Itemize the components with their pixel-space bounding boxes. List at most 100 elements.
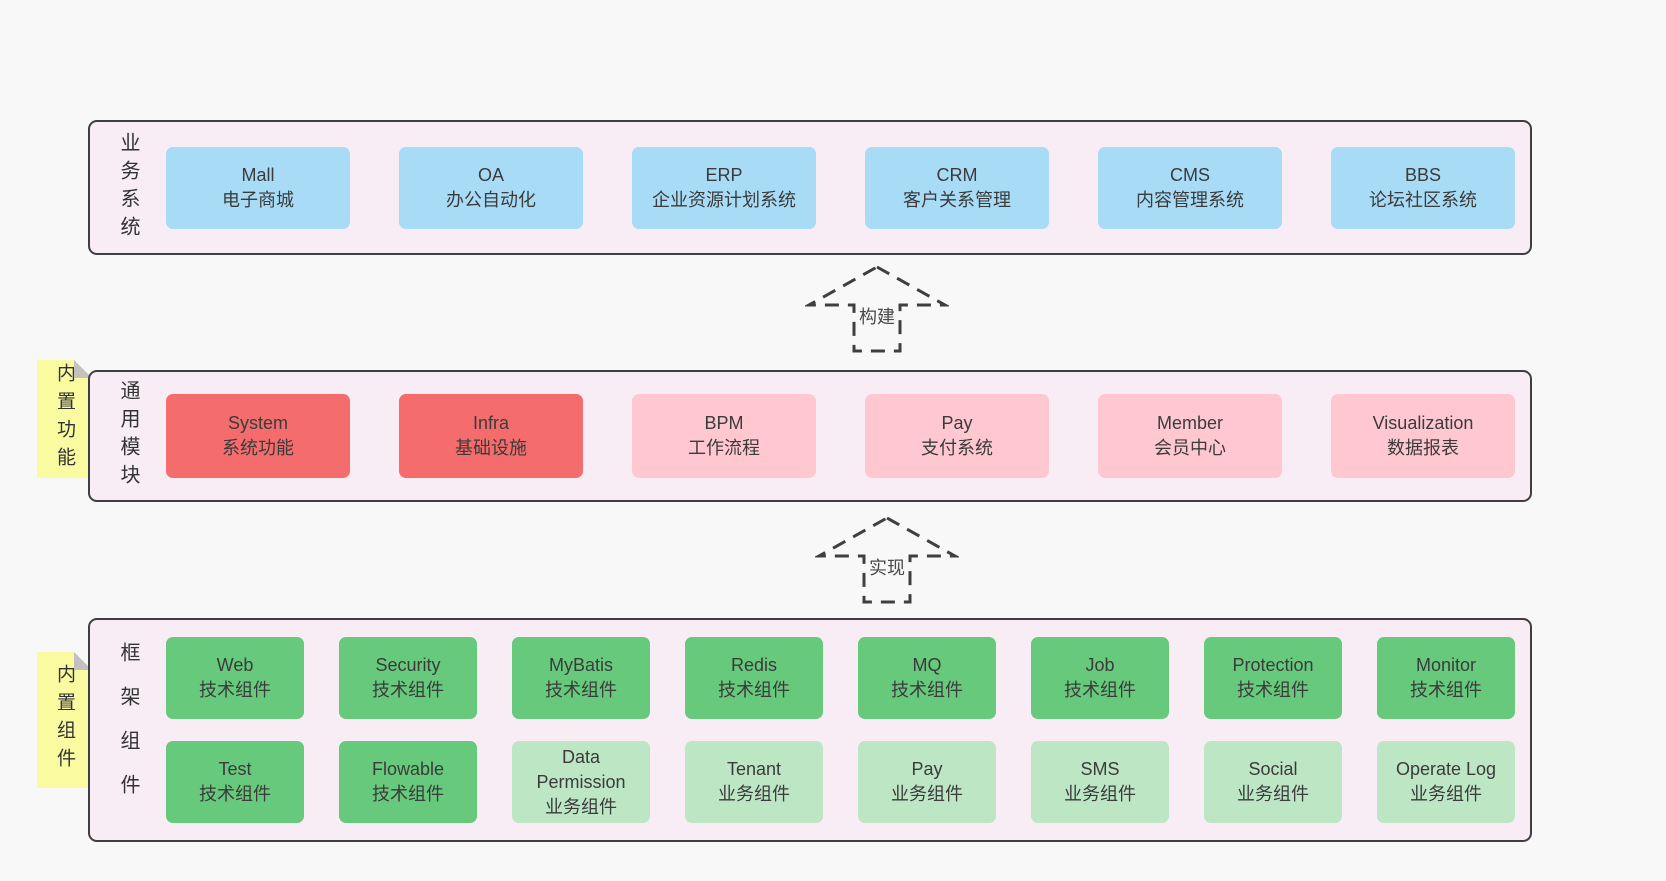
box-name: Tenant xyxy=(726,759,782,779)
box-security: Security 技术组件 xyxy=(339,637,477,719)
box-name: Protection xyxy=(1232,655,1314,675)
box-desc: 企业资源计划系统 xyxy=(652,189,796,210)
box-desc: 技术组件 xyxy=(718,680,790,700)
box-cms: CMS 内容管理系统 xyxy=(1098,146,1282,229)
band-label-common-modules: 通用模块 xyxy=(117,380,139,492)
box-name: BPM xyxy=(704,413,744,433)
sticky-note-built-in-features: 内置功能 xyxy=(37,360,92,478)
box-desc: 技术组件 xyxy=(1064,680,1136,700)
note-text: 内置组件 xyxy=(54,664,75,776)
box-system: System 系统功能 xyxy=(166,394,350,478)
box-social: Social 业务组件 xyxy=(1204,741,1342,823)
box-desc: 业务组件 xyxy=(545,796,617,817)
box-name: ERP xyxy=(705,164,743,185)
box-sms: SMS 业务组件 xyxy=(1031,741,1169,823)
box-name: Member xyxy=(1156,413,1223,433)
box-name: CMS xyxy=(1170,164,1210,185)
dashed-up-arrow-icon: 实现 xyxy=(815,516,959,604)
box-pay-component: Pay 业务组件 xyxy=(858,741,996,823)
box-name: Security xyxy=(375,655,441,675)
box-web: Web 技术组件 xyxy=(166,637,304,719)
box-desc: 业务组件 xyxy=(891,784,963,804)
box-tenant: Tenant 业务组件 xyxy=(685,741,823,823)
box-desc: 技术组件 xyxy=(1237,680,1309,700)
box-member: Member 会员中心 xyxy=(1098,394,1282,478)
box-desc: 业务组件 xyxy=(1237,784,1309,804)
box-protection: Protection 技术组件 xyxy=(1204,637,1342,719)
box-name: Flowable xyxy=(371,759,445,779)
box-redis: Redis 技术组件 xyxy=(685,637,823,719)
box-desc: 技术组件 xyxy=(372,784,444,804)
band-common-modules: 通用模块 System 系统功能 Infra 基础设施 BPM 工作流程 Pay… xyxy=(88,370,1532,502)
box-name: SMS xyxy=(1080,759,1120,779)
box-mybatis: MyBatis 技术组件 xyxy=(512,637,650,719)
band-label-framework-components: 框架组件 xyxy=(117,642,139,818)
box-operate-log: Operate Log 业务组件 xyxy=(1377,741,1515,823)
box-name: MQ xyxy=(912,655,942,675)
band-label-business-systems: 业务系统 xyxy=(117,131,139,244)
box-desc: 办公自动化 xyxy=(446,189,536,210)
box-name: Pay xyxy=(941,413,973,433)
arrow-implement-label: 实现 xyxy=(869,558,905,578)
box-desc: 技术组件 xyxy=(199,680,271,700)
band-business-content: Mall 电子商城 OA 办公自动化 ERP 企业资源计划系统 CRM 客户关系… xyxy=(166,146,1515,229)
box-desc: 技术组件 xyxy=(891,680,963,700)
box-desc: 基础设施 xyxy=(455,438,527,458)
arrow-implement: 实现 xyxy=(815,514,959,606)
band-common-content: System 系统功能 Infra 基础设施 BPM 工作流程 Pay 支付系统… xyxy=(166,394,1515,478)
box-erp: ERP 企业资源计划系统 xyxy=(632,146,816,229)
box-name: Job xyxy=(1085,655,1115,675)
arrow-build-label: 构建 xyxy=(859,307,895,327)
box-desc: 技术组件 xyxy=(199,784,271,804)
band-business-systems: 业务系统 Mall 电子商城 OA 办公自动化 ERP 企业资源计划系统 CRM… xyxy=(88,120,1532,255)
box-name: Test xyxy=(218,759,252,779)
box-name: Mall xyxy=(241,164,275,185)
box-name: Operate Log xyxy=(1395,759,1497,779)
arrow-build: 构建 xyxy=(805,263,949,355)
box-name: Monitor xyxy=(1415,655,1477,675)
box-desc: 客户关系管理 xyxy=(903,189,1011,210)
box-test: Test 技术组件 xyxy=(166,741,304,823)
box-name: BBS xyxy=(1404,164,1442,185)
box-desc: 数据报表 xyxy=(1387,438,1459,458)
box-pay-module: Pay 支付系统 xyxy=(865,394,1049,478)
box-desc: 技术组件 xyxy=(1410,680,1482,700)
note-text: 内置功能 xyxy=(54,363,75,475)
box-name: Redis xyxy=(730,655,778,675)
box-monitor: Monitor 技术组件 xyxy=(1377,637,1515,719)
box-name: Infra xyxy=(472,413,510,433)
box-name: Web xyxy=(216,655,254,675)
band-framework-components: 框架组件 Web 技术组件 Security 技术组件 MyBatis 技术组件… xyxy=(88,618,1532,842)
box-flowable: Flowable 技术组件 xyxy=(339,741,477,823)
box-name: CRM xyxy=(936,164,978,185)
box-crm: CRM 客户关系管理 xyxy=(865,146,1049,229)
box-desc: 论坛社区系统 xyxy=(1369,189,1477,210)
box-desc: 工作流程 xyxy=(688,438,760,458)
box-mall: Mall 电子商城 xyxy=(166,146,350,229)
sticky-note-built-in-components: 内置组件 xyxy=(37,652,92,788)
box-oa: OA 办公自动化 xyxy=(399,146,583,229)
box-job: Job 技术组件 xyxy=(1031,637,1169,719)
band-framework-content: Web 技术组件 Security 技术组件 MyBatis 技术组件 Redi… xyxy=(166,637,1515,823)
box-name: Visualization xyxy=(1372,413,1474,433)
box-visualization: Visualization 数据报表 xyxy=(1331,394,1515,478)
box-bbs: BBS 论坛社区系统 xyxy=(1331,146,1515,229)
dashed-up-arrow-icon: 构建 xyxy=(805,265,949,353)
box-data-permission: Data Permission 业务组件 xyxy=(512,741,650,823)
box-desc: 技术组件 xyxy=(545,680,617,700)
box-desc: 支付系统 xyxy=(921,438,993,458)
box-desc: 业务组件 xyxy=(1410,784,1482,804)
box-infra: Infra 基础设施 xyxy=(399,394,583,478)
box-desc: 系统功能 xyxy=(222,438,294,458)
box-desc: 内容管理系统 xyxy=(1136,189,1244,210)
box-desc: 会员中心 xyxy=(1154,438,1226,458)
box-desc: 业务组件 xyxy=(1064,784,1136,804)
box-bpm: BPM 工作流程 xyxy=(632,394,816,478)
box-name: Pay xyxy=(911,759,943,779)
box-name: Data Permission xyxy=(536,746,626,792)
box-name: Social xyxy=(1248,759,1298,779)
box-name: OA xyxy=(477,164,504,185)
box-name: MyBatis xyxy=(548,655,613,675)
box-desc: 电子商城 xyxy=(222,189,294,210)
